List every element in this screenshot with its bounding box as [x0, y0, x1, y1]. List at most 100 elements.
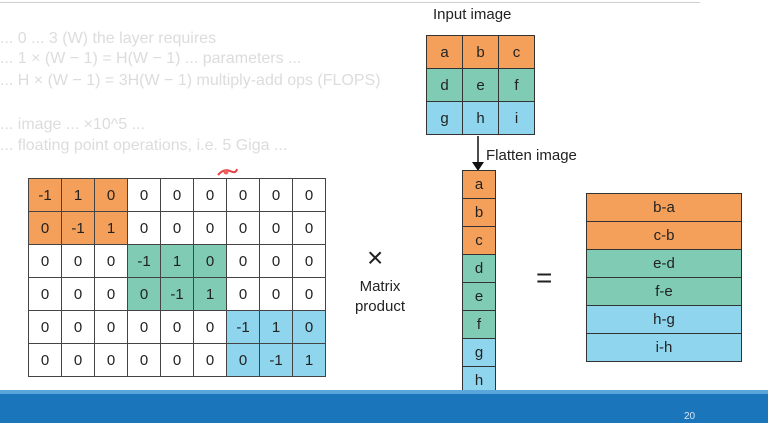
faded-line: ... 0 ... 3 (W) the layer requires	[0, 30, 217, 47]
matrix-cell: 0	[292, 178, 326, 212]
matrix-cell: 0	[127, 277, 161, 311]
matrix-cell: 0	[259, 211, 293, 245]
matrix-cell: 0	[259, 277, 293, 311]
matrix-cell: 0	[127, 178, 161, 212]
input-image-cell: h	[462, 101, 499, 135]
result-cell: b-a	[587, 194, 741, 222]
matrix-cell: 0	[193, 244, 227, 278]
flattened-cell: f	[463, 311, 495, 339]
flattened-cell: e	[463, 283, 495, 311]
laser-pointer-mark	[217, 168, 238, 176]
matrix-cell: 0	[292, 244, 326, 278]
arrow-down-icon	[472, 136, 484, 171]
matrix-cell: 0	[61, 277, 95, 311]
matrix-cell: 0	[226, 277, 260, 311]
equals-symbol: =	[536, 262, 553, 293]
matrix-product-line2: product	[354, 298, 406, 315]
matrix-cell: 0	[94, 244, 128, 278]
flatten-image-label: Flatten image	[486, 147, 577, 164]
matrix-cell: 0	[61, 310, 95, 344]
matrix-cell: 0	[160, 310, 194, 344]
matrix-cell: -1	[160, 277, 194, 311]
flattened-cell: g	[463, 339, 495, 367]
matrix-cell: 0	[292, 211, 326, 245]
faded-line: ... floating point operations, i.e. 5 Gi…	[0, 137, 288, 154]
matrix-cell: 0	[226, 178, 260, 212]
input-image-cell: b	[462, 35, 499, 69]
matrix-cell: 0	[127, 310, 161, 344]
faded-line: ... 1 × (W − 1) = H(W − 1) ... parameter…	[0, 50, 302, 67]
result-cell: e-d	[587, 250, 741, 278]
input-image-cell: e	[462, 68, 499, 102]
matrix-product-label: Matrix product	[344, 277, 416, 317]
matrix-cell: 0	[259, 244, 293, 278]
matrix-cell: -1	[61, 211, 95, 245]
matrix-cell: 0	[193, 178, 227, 212]
matrix-cell: 0	[61, 244, 95, 278]
matrix-cell: 0	[193, 211, 227, 245]
result-cell: i-h	[587, 334, 741, 362]
input-image-cell: f	[498, 68, 535, 102]
input-image-cell: g	[426, 101, 463, 135]
result-cell: h-g	[587, 306, 741, 334]
top-divider	[0, 2, 700, 3]
matrix-cell: 0	[94, 277, 128, 311]
flattened-cell: b	[463, 199, 495, 227]
matrix-cell: 1	[94, 211, 128, 245]
input-image-cell: a	[426, 35, 463, 69]
faded-line: ... H × (W − 1) = 3H(W − 1) multiply-add…	[0, 72, 381, 89]
matrix-cell: -1	[226, 310, 260, 344]
matrix-cell: 0	[127, 343, 161, 377]
matrix-cell: 1	[61, 178, 95, 212]
flattened-cell: d	[463, 255, 495, 283]
result-cell: f-e	[587, 278, 741, 306]
matrix-cell: 0	[28, 277, 62, 311]
matrix-cell: -1	[28, 178, 62, 212]
flattened-cell: c	[463, 227, 495, 255]
matrix-cell: 1	[193, 277, 227, 311]
matrix-cell: 0	[160, 343, 194, 377]
input-image-cell: d	[426, 68, 463, 102]
matrix-cell: 0	[61, 343, 95, 377]
matrix-cell: -1	[259, 343, 293, 377]
matrix-cell: -1	[127, 244, 161, 278]
page-number: 20	[684, 411, 696, 422]
matrix-cell: 0	[28, 343, 62, 377]
matrix-cell: 0	[259, 178, 293, 212]
matrix-cell: 0	[193, 343, 227, 377]
multiply-symbol: ×	[367, 242, 384, 273]
matrix-cell: 0	[226, 343, 260, 377]
input-image-cell: c	[498, 35, 535, 69]
matrix-cell: 1	[292, 343, 326, 377]
matrix-cell: 0	[94, 178, 128, 212]
matrix-cell: 0	[226, 244, 260, 278]
result-cell: c-b	[587, 222, 741, 250]
matrix-cell: 0	[193, 310, 227, 344]
matrix-product-line1: Matrix	[359, 278, 401, 295]
matrix-cell: 0	[160, 178, 194, 212]
matrix-cell: 0	[226, 211, 260, 245]
matrix-cell: 0	[94, 343, 128, 377]
input-image-cell: i	[498, 101, 535, 135]
input-image-title: Input image	[433, 6, 512, 23]
matrix-cell: 0	[28, 244, 62, 278]
faded-line: ... image ... ×10^5 ...	[0, 116, 145, 133]
matrix-cell: 0	[28, 310, 62, 344]
flattened-cell: a	[463, 171, 495, 199]
footer-bar	[0, 394, 768, 423]
matrix-cell: 0	[160, 211, 194, 245]
matrix-cell: 0	[28, 211, 62, 245]
